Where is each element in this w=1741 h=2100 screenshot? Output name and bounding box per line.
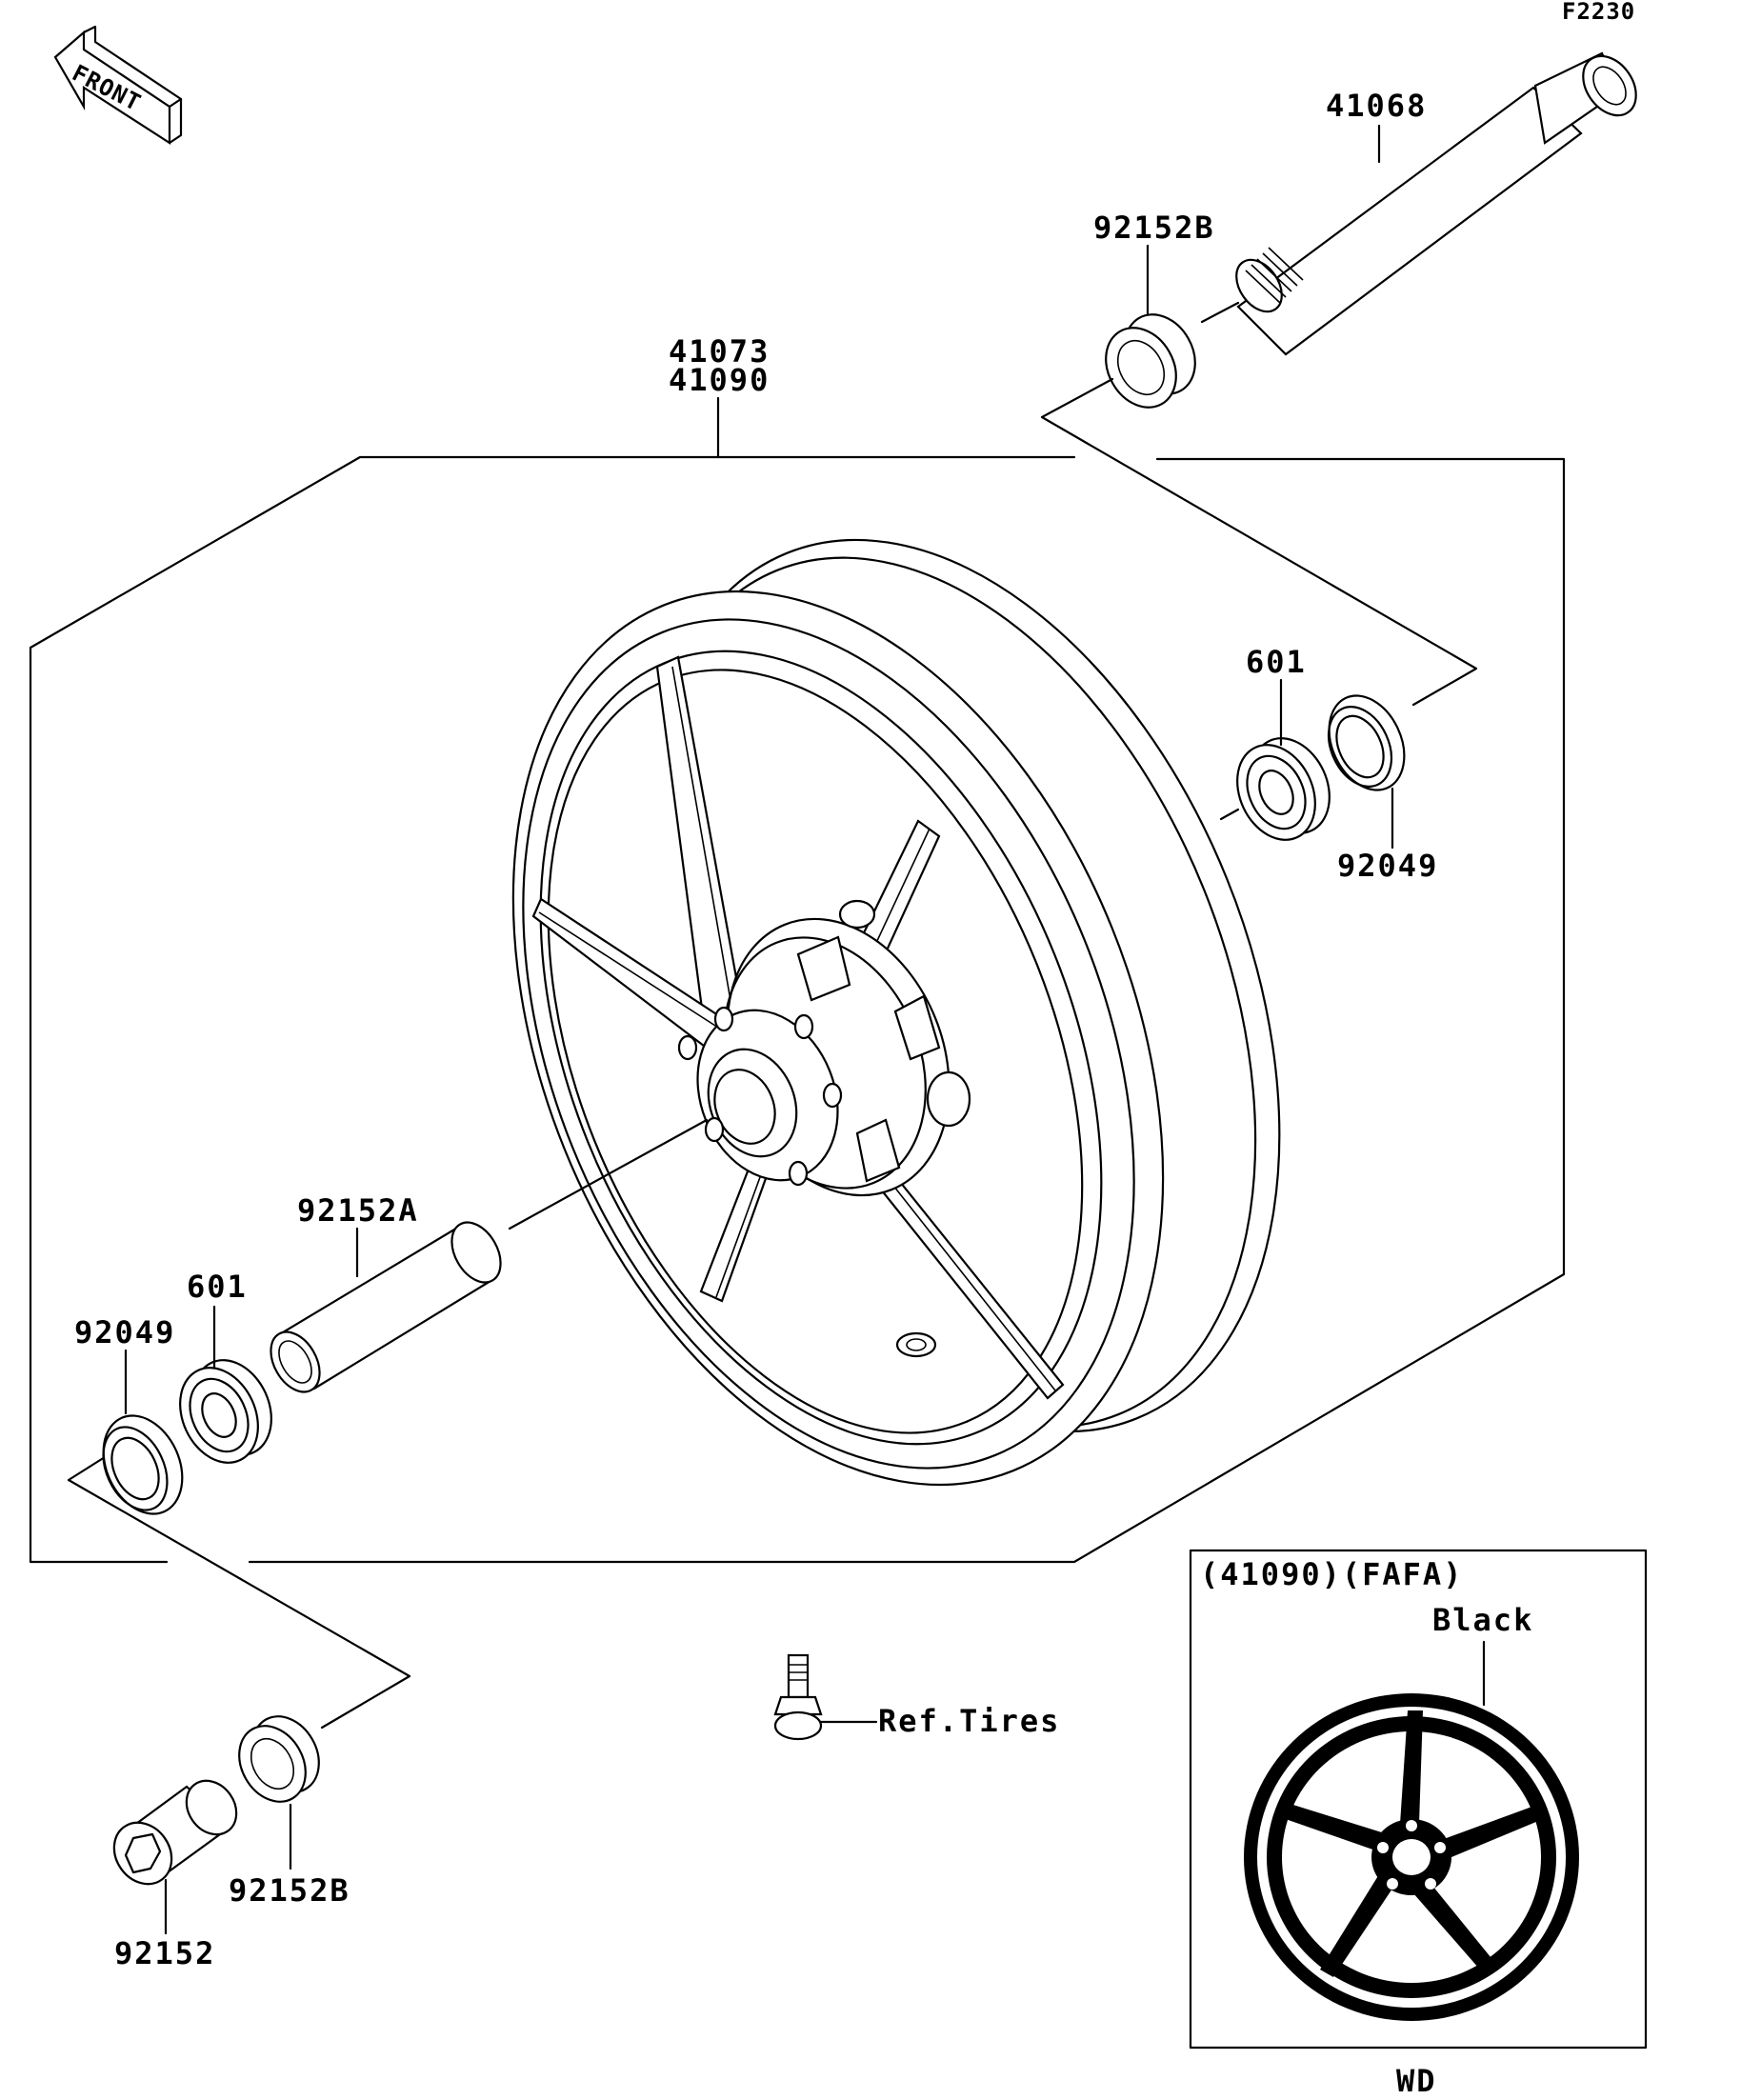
label-bearing-left: 601 bbox=[187, 1269, 248, 1305]
label-wheel-2: 41090 bbox=[669, 362, 770, 398]
front-arrow-icon: FRONT bbox=[53, 25, 183, 146]
label-seal-left: 92049 bbox=[74, 1314, 175, 1350]
label-nut: 92152 bbox=[114, 1935, 215, 1971]
seal-right-92049 bbox=[1327, 694, 1406, 850]
collar-right-92152B bbox=[1105, 244, 1240, 409]
bearing-right-601 bbox=[1219, 678, 1331, 841]
inset-wheel-black bbox=[1244, 1693, 1579, 2021]
inset-variant-box: (41090)(FAFA) Black WD bbox=[1189, 1549, 1648, 2099]
label-axle: 41068 bbox=[1326, 88, 1427, 124]
label-collar-right: 92152B bbox=[1093, 210, 1215, 246]
axle-41068 bbox=[1235, 51, 1637, 356]
figure-code: F2230 bbox=[1562, 0, 1635, 25]
label-bearing-right: 601 bbox=[1246, 644, 1307, 680]
inset-title: (41090)(FAFA) bbox=[1200, 1556, 1463, 1592]
collar-left-92152B bbox=[238, 1715, 320, 1870]
valve-stem-icon bbox=[773, 1653, 878, 1741]
inset-color-label: Black bbox=[1432, 1602, 1533, 1638]
nut-92152 bbox=[112, 1779, 238, 1935]
label-spacer: 92152A bbox=[297, 1192, 419, 1229]
seal-left-92049 bbox=[102, 1349, 184, 1515]
label-valve-ref: Ref.Tires bbox=[878, 1703, 1060, 1739]
label-seal-right: 92049 bbox=[1337, 848, 1438, 884]
front-wheel bbox=[511, 538, 1281, 1487]
spacer-92152A bbox=[270, 1221, 502, 1393]
bearing-left-601 bbox=[179, 1305, 272, 1464]
assembly-bracket bbox=[29, 377, 1566, 1730]
label-wheel-1: 41073 bbox=[669, 333, 770, 370]
inset-footer: WD bbox=[1396, 2063, 1437, 2099]
label-collar-left: 92152B bbox=[229, 1872, 350, 1909]
